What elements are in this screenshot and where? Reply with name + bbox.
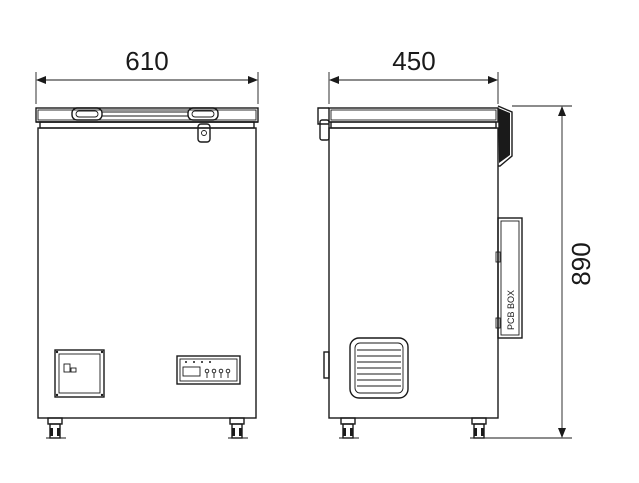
- display-screen: [182, 366, 201, 377]
- side-caster-left: [339, 417, 359, 439]
- side-front-tab: [323, 351, 330, 379]
- front-cabinet: [37, 127, 257, 419]
- side-cabinet: [328, 127, 499, 419]
- pcb-box: PCB BOX: [495, 217, 523, 339]
- depth-dimension: 450: [328, 46, 499, 104]
- front-view: 610: [35, 46, 259, 439]
- front-caster-left: [46, 417, 66, 439]
- height-label: 890: [566, 242, 596, 285]
- front-access-panel: [54, 349, 105, 398]
- side-caster-right: [470, 417, 490, 439]
- lock-icon: [197, 123, 211, 143]
- front-caster-right: [228, 417, 248, 439]
- pcb-box-label: PCB BOX: [506, 290, 516, 330]
- width-dimension: 610: [35, 46, 259, 104]
- control-panel: [176, 355, 241, 385]
- depth-label: 450: [392, 46, 435, 76]
- side-view: 450 PCB BOX: [317, 46, 596, 439]
- front-lid: [35, 107, 259, 143]
- side-lid: [317, 105, 513, 167]
- width-label: 610: [125, 46, 168, 76]
- height-dimension: 890: [490, 105, 596, 439]
- vent-grille: [349, 337, 409, 399]
